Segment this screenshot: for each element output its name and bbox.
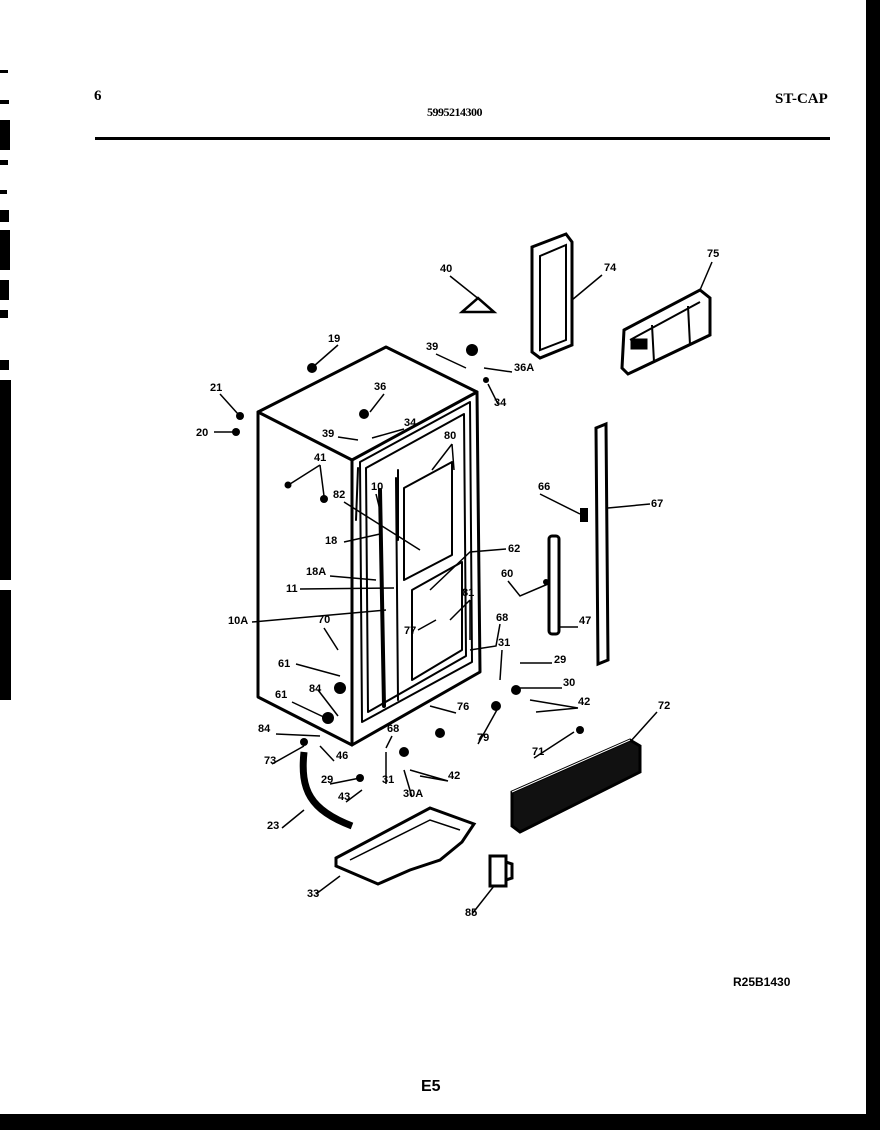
- scan-border-right: [866, 0, 880, 1130]
- callout-18A: 18A: [306, 566, 326, 578]
- callout-20: 20: [196, 427, 208, 439]
- callout-84: 84: [309, 683, 322, 695]
- callout-30: 30: [563, 677, 575, 689]
- callout-70: 70: [318, 614, 330, 626]
- callout-43: 43: [338, 791, 350, 803]
- callout-36A: 36A: [514, 362, 534, 374]
- callout-74: 74: [604, 262, 617, 274]
- callout-60: 60: [501, 568, 513, 580]
- callout-29: 29: [321, 774, 333, 786]
- callout-18: 18: [325, 535, 337, 547]
- callout-62: 62: [508, 543, 520, 555]
- callout-34: 34: [494, 397, 507, 409]
- part-number: 5995214300: [427, 105, 483, 119]
- page-number: 6: [94, 88, 102, 104]
- callout-42: 42: [578, 696, 590, 708]
- callout-76: 76: [457, 701, 469, 713]
- callout-68: 68: [387, 723, 399, 735]
- callout-23: 23: [267, 820, 279, 832]
- reference-code: R25B1430: [733, 975, 791, 989]
- callout-71: 71: [532, 746, 544, 758]
- callout-82: 82: [333, 489, 345, 501]
- callout-41: 41: [314, 452, 326, 464]
- callout-34: 34: [404, 417, 417, 429]
- callout-61: 61: [275, 689, 287, 701]
- callout-10A: 10A: [228, 615, 248, 627]
- callout-11: 11: [286, 583, 298, 595]
- callout-10: 10: [371, 481, 383, 493]
- callout-80: 80: [444, 430, 456, 442]
- callout-46: 46: [336, 750, 348, 762]
- callout-39: 39: [322, 428, 334, 440]
- cabinet-top-outline: [256, 345, 479, 462]
- callout-85: 85: [465, 907, 477, 919]
- callout-40: 40: [440, 263, 452, 275]
- callout-77: 77: [404, 625, 416, 637]
- callout-39: 39: [426, 341, 438, 353]
- cabinet-left-side: [256, 410, 354, 747]
- callout-72: 72: [658, 700, 670, 712]
- callout-42: 42: [448, 770, 460, 782]
- callout-36: 36: [374, 381, 386, 393]
- callout-73: 73: [264, 755, 276, 767]
- callout-33: 33: [307, 888, 319, 900]
- callout-31: 31: [498, 637, 510, 649]
- callout-21: 21: [210, 382, 222, 394]
- cabinet-right-side: [350, 390, 482, 747]
- scan-border-bottom: [0, 1114, 880, 1130]
- callout-66: 66: [538, 481, 550, 493]
- header-rule: [95, 137, 830, 140]
- page-code: E5: [421, 1078, 441, 1095]
- callout-29: 29: [554, 654, 566, 666]
- callout-81: 81: [462, 587, 474, 599]
- model-code: ST-CAP: [775, 91, 828, 107]
- callout-75: 75: [707, 248, 719, 260]
- callout-61: 61: [278, 658, 290, 670]
- scan-binding-edge: [0, 70, 11, 700]
- callout-31: 31: [382, 774, 394, 786]
- callout-79: 79: [477, 732, 489, 744]
- callout-47: 47: [579, 615, 591, 627]
- callout-19: 19: [328, 333, 340, 345]
- callout-67: 67: [651, 498, 663, 510]
- callout-84: 84: [258, 723, 271, 735]
- callout-30A: 30A: [403, 788, 423, 800]
- callout-68: 68: [496, 612, 508, 624]
